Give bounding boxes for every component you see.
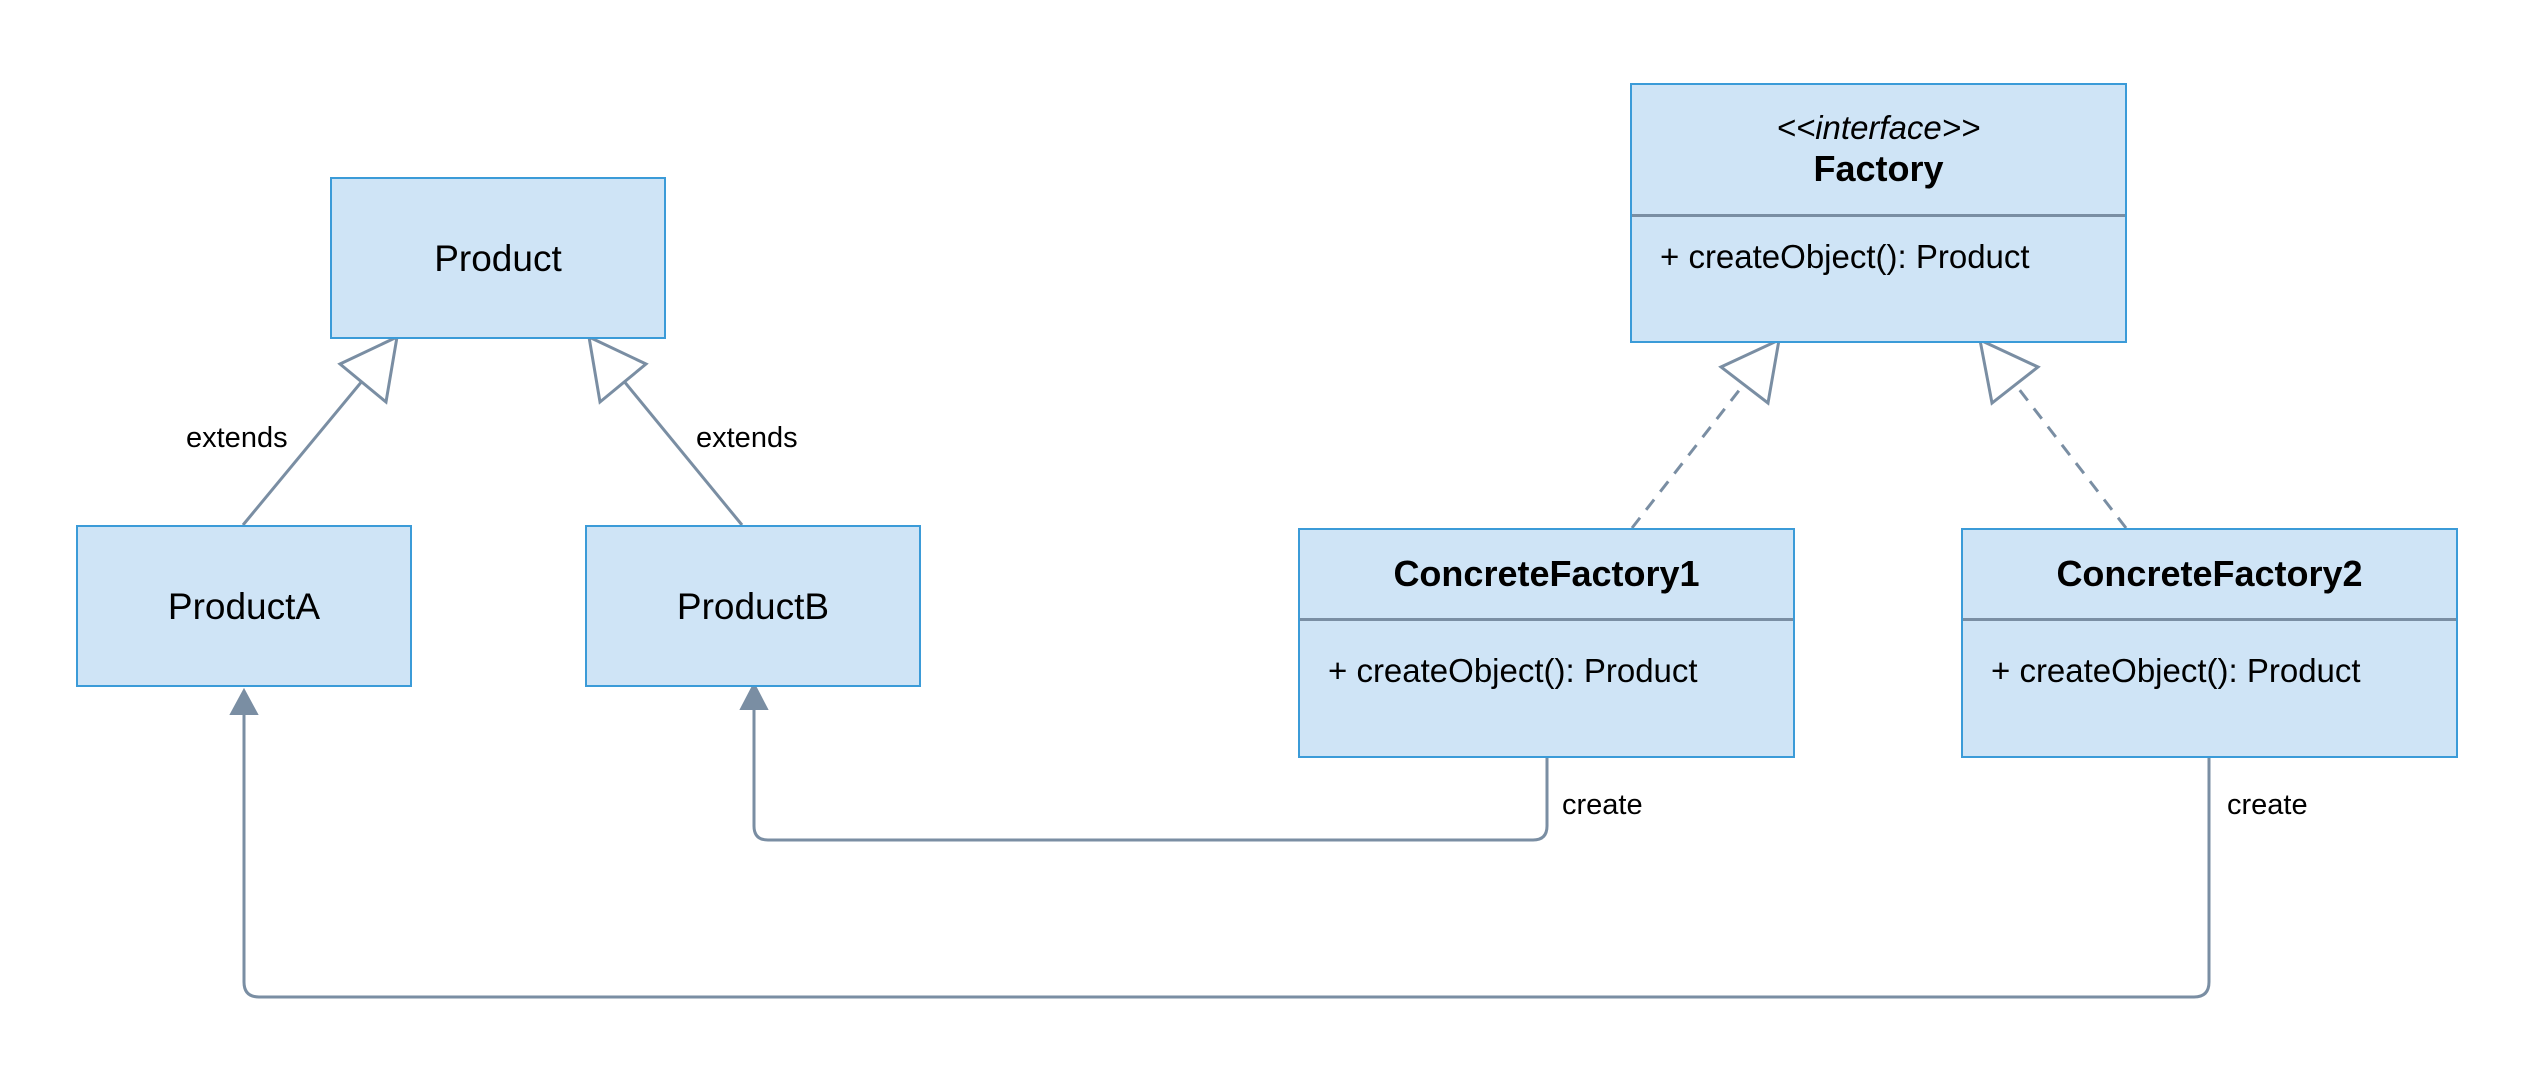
concrete-factory-2-class-name: ConcreteFactory2	[2056, 553, 2363, 595]
factory-class-name: Factory	[1813, 147, 1944, 189]
factory2-realization-line	[2013, 383, 2128, 529]
factory1-create-label: create	[1562, 789, 1643, 821]
factory1-realization-arrowhead	[1718, 337, 1781, 406]
factory-stereotype: <<interface>>	[1776, 108, 1981, 146]
concrete-factory-1-method: + createObject(): Product	[1328, 652, 1698, 689]
factory-header: <<interface>> Factory	[1632, 85, 2125, 217]
product-b-create-arrowhead	[739, 681, 769, 710]
concrete-factory-2-method: + createObject(): Product	[1991, 652, 2361, 689]
product-b-class-box[interactable]: ProductB	[585, 525, 921, 687]
concrete-factory-1-header: ConcreteFactory1	[1300, 530, 1793, 621]
product-a-extends-label: extends	[186, 422, 288, 454]
factory-interface-box[interactable]: <<interface>> Factory + createObject(): …	[1630, 83, 2127, 343]
product-b-extends-line	[621, 379, 744, 526]
product-a-generalization-arrowhead	[337, 334, 399, 405]
product-a-class-name: ProductA	[167, 585, 321, 627]
product-a-create-arrowhead	[229, 687, 259, 715]
product-b-class-name: ProductB	[676, 585, 830, 627]
factory1-create-connector	[752, 705, 1549, 842]
concrete-factory-2-box[interactable]: ConcreteFactory2 + createObject(): Produ…	[1961, 528, 2458, 758]
factory1-realization-line	[1630, 383, 1746, 529]
product-a-class-box[interactable]: ProductA	[76, 525, 412, 687]
product-class-name: Product	[434, 237, 562, 279]
concrete-factory-2-header: ConcreteFactory2	[1963, 530, 2456, 621]
product-b-extends-label: extends	[696, 422, 798, 454]
factory-method: + createObject(): Product	[1660, 238, 2030, 275]
product-a-extends-line	[241, 379, 365, 526]
factory2-create-connector	[242, 713, 2211, 999]
product-class-box[interactable]: Product	[330, 177, 666, 339]
concrete-factory-1-class-name: ConcreteFactory1	[1393, 553, 1700, 595]
concrete-factory-1-box[interactable]: ConcreteFactory1 + createObject(): Produ…	[1298, 528, 1795, 758]
factory2-create-label: create	[2227, 789, 2308, 821]
product-b-generalization-arrowhead	[587, 334, 649, 405]
factory2-realization-arrowhead	[1977, 337, 2041, 406]
